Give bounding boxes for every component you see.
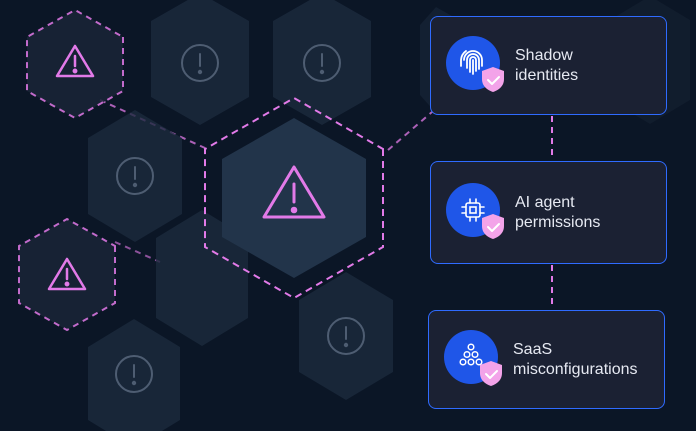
- shield-check-icon: [482, 213, 504, 239]
- card-label-line: SaaS: [513, 340, 553, 358]
- exclamation-circle-icon: [116, 157, 154, 195]
- fingerprint-icon: [446, 35, 504, 92]
- warning-triangle-icon: [262, 165, 326, 219]
- card-label: SaaS misconfigurations: [513, 340, 638, 380]
- exclamation-circle-icon: [181, 44, 219, 82]
- card-ai-agent-permissions[interactable]: AI agent permissions: [430, 161, 667, 264]
- hexagon-tile: [156, 210, 248, 346]
- card-label-line: identities: [515, 66, 579, 84]
- exclamation-circle-icon: [115, 355, 153, 393]
- main-alert-hexagon-outline: [204, 96, 384, 300]
- connector-line: [387, 111, 433, 151]
- card-label-line: permissions: [515, 213, 601, 231]
- shield-check-icon: [482, 66, 504, 92]
- card-saas-misconfigurations[interactable]: SaaS misconfigurations: [428, 310, 665, 409]
- card-label: Shadow identities: [515, 46, 578, 86]
- warning-triangle-icon: [47, 257, 87, 291]
- exclamation-circle-icon: [303, 44, 341, 82]
- hierarchy-icon: [444, 329, 502, 386]
- card-label: AI agent permissions: [515, 193, 600, 233]
- shield-check-icon: [480, 360, 502, 386]
- connector-line: [114, 241, 161, 263]
- chip-icon: [446, 182, 504, 239]
- card-shadow-identities[interactable]: Shadow identities: [430, 16, 667, 115]
- card-label-line: misconfigurations: [513, 360, 638, 378]
- card-label-line: Shadow: [515, 46, 573, 64]
- card-label-line: AI agent: [515, 193, 575, 211]
- warning-triangle-icon: [55, 44, 95, 78]
- exclamation-circle-icon: [327, 317, 365, 355]
